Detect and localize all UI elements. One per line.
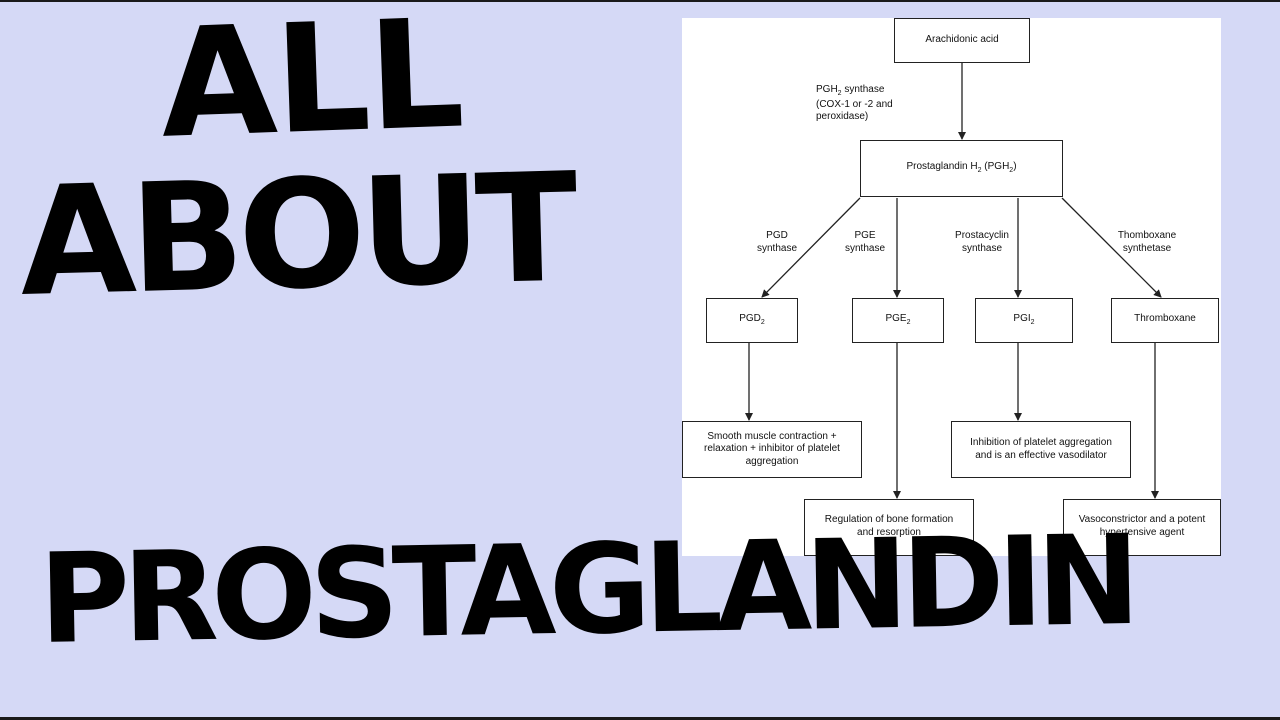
- title-line-prostaglandin: PROSTAGLANDIN: [37, 508, 1135, 672]
- pgh2-synthase-label: PGH2 synthase (COX-1 or -2 and peroxidas…: [816, 84, 893, 123]
- pgd2-effect-box: Smooth muscle contraction +relaxation + …: [682, 421, 862, 478]
- arrow-pgh2-to-thromboxane: [1061, 197, 1162, 298]
- pgh2-box: Prostaglandin H2 (PGH2): [860, 140, 1063, 197]
- pge2-box: PGE2: [852, 298, 944, 343]
- thromboxane-box: Thromboxane: [1111, 298, 1219, 343]
- arrow-pgh2-to-pgd2: [761, 197, 861, 298]
- title-line-all: ALL: [157, 0, 465, 172]
- prostaglandin-pathway-diagram: Arachidonic acid PGH2 synthase (COX-1 or…: [682, 18, 1221, 556]
- diagram-arrows: [745, 63, 1162, 499]
- top-border: [0, 0, 1280, 2]
- title-line-about: ABOUT: [17, 141, 575, 330]
- pgd2-box: PGD2: [706, 298, 798, 343]
- arachidonic-acid-box: Arachidonic acid: [894, 18, 1030, 63]
- pgi2-box: PGI2: [975, 298, 1073, 343]
- bottom-border: [0, 717, 1280, 720]
